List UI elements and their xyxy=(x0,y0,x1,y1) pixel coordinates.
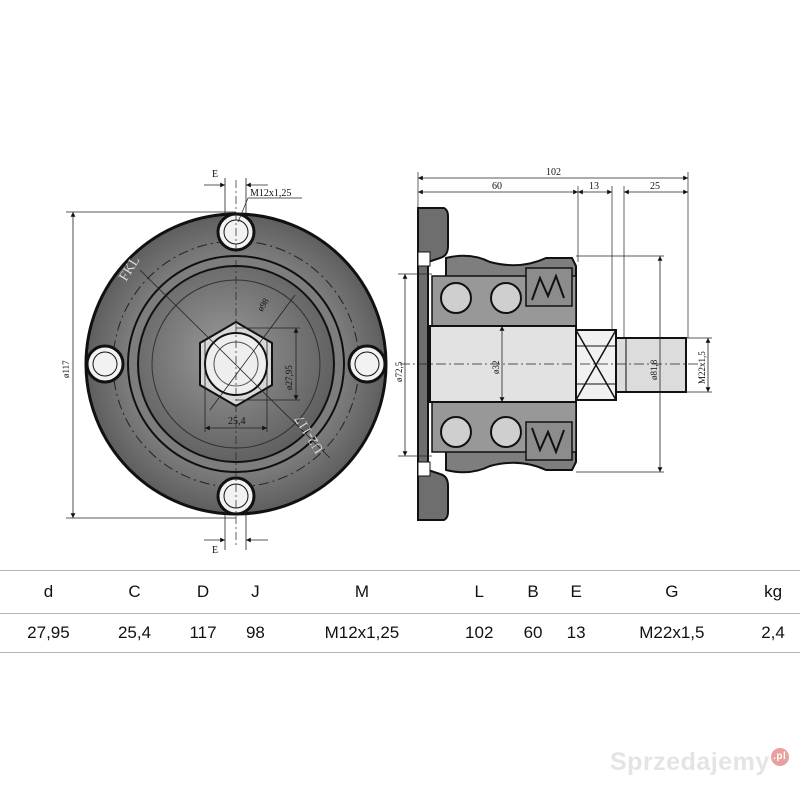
header-b: B xyxy=(511,570,555,614)
header-j: J xyxy=(233,570,277,614)
seal-top xyxy=(525,267,573,307)
bolt-hole-right xyxy=(347,344,387,384)
thread-length-label: 25 xyxy=(650,181,660,192)
value-b: 60 xyxy=(511,613,555,653)
side-view: 102 60 13 25 ø72,5 ø32 ø81,8 M22x1,5 xyxy=(394,167,712,521)
ball-top-left xyxy=(440,282,472,314)
threaded-stub xyxy=(615,337,687,393)
ball-top-right xyxy=(490,282,522,314)
outer-diameter-label: ø117 xyxy=(61,360,71,378)
value-d-outer: 117 xyxy=(172,613,234,653)
flange-length-label: 60 xyxy=(492,181,502,192)
front-view: 25,4 ø27,95 ø98 FKL U2-117 ø117 E M12x1,… xyxy=(61,169,388,556)
e-top-label: E xyxy=(212,169,218,180)
value-l: 102 xyxy=(446,613,512,653)
step-length-label: 13 xyxy=(589,181,599,192)
spec-table-header-row: d C D J M L B E G kg xyxy=(0,570,800,614)
diameter-32-label: ø32 xyxy=(491,361,501,375)
bore-width-label: 25,4 xyxy=(228,416,246,427)
value-c: 25,4 xyxy=(96,613,173,653)
header-d-outer: D xyxy=(172,570,234,614)
thread-size-label: M22x1,5 xyxy=(697,351,707,384)
header-m: M xyxy=(276,570,447,614)
watermark: Sprzedajemy.pl xyxy=(610,748,789,777)
spec-table-value-row: 27,95 25,4 117 98 M12x1,25 102 60 13 M22… xyxy=(0,613,800,653)
bore-diameter-label: ø27,95 xyxy=(284,365,294,390)
ball-bottom-left xyxy=(440,416,472,448)
header-e: E xyxy=(554,570,598,614)
value-j: 98 xyxy=(233,613,277,653)
value-g: M22x1,5 xyxy=(597,613,747,653)
technical-drawing: 25,4 ø27,95 ø98 FKL U2-117 ø117 E M12x1,… xyxy=(61,167,712,556)
diameter-72-label: ø72,5 xyxy=(394,361,404,382)
watermark-badge: .pl xyxy=(770,748,789,766)
ball-bottom-right xyxy=(490,416,522,448)
hex-nut xyxy=(575,329,617,401)
value-d: 27,95 xyxy=(0,613,97,653)
seal-bottom xyxy=(525,421,573,461)
bolt-hole-left xyxy=(85,344,125,384)
diameter-81-label: ø81,8 xyxy=(649,359,659,380)
header-c: C xyxy=(96,570,173,614)
header-kg: kg xyxy=(746,570,800,614)
value-kg: 2,4 xyxy=(746,613,800,653)
e-bottom-label: E xyxy=(212,545,218,556)
bolt-thread-label: M12x1,25 xyxy=(250,188,291,199)
overall-length-label: 102 xyxy=(546,167,561,178)
header-l: L xyxy=(446,570,512,614)
header-d: d xyxy=(0,570,97,614)
watermark-text: Sprzedajemy xyxy=(610,748,770,776)
value-e: 13 xyxy=(554,613,598,653)
value-m: M12x1,25 xyxy=(276,613,447,653)
header-g: G xyxy=(597,570,747,614)
spec-table: d C D J M L B E G kg 27,95 25,4 117 98 M… xyxy=(0,570,800,653)
